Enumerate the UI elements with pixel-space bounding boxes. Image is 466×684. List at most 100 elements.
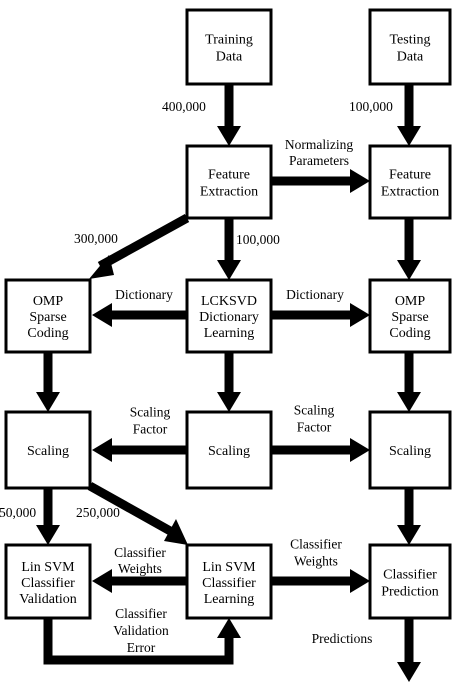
arrow-scaling-factor-left [92, 438, 187, 462]
text-line: Scaling [208, 444, 250, 459]
text-line: Normalizing [285, 137, 353, 152]
text-line: Classifier [21, 576, 75, 591]
label-predictions: Predictions [312, 631, 373, 646]
text-line: 300,000 [74, 231, 118, 246]
text-line: Scaling [27, 444, 69, 459]
text-line: Lin SVM [21, 560, 75, 575]
arrow-scaling-to-validation [36, 488, 60, 545]
svg-text:Scaling: Scaling [389, 444, 431, 459]
text-line: Data [397, 50, 424, 65]
text-line: Sparse [391, 310, 428, 325]
label-to-omp-count: 300,000 [74, 231, 118, 246]
text-line: Parameters [289, 153, 349, 168]
text-line: Classifier [115, 606, 167, 621]
text-line: Sparse [29, 310, 66, 325]
arrow-omp-to-scaling-right [397, 352, 421, 412]
text-line: Classifier [290, 537, 342, 552]
label-to-validation-count: 50,000 [0, 505, 36, 520]
label-to-learning-count: 250,000 [76, 505, 120, 520]
arrow-predictions [397, 618, 421, 682]
arrow-dictionary-right [271, 303, 370, 327]
text-line: Prediction [381, 585, 439, 600]
text-line: Dictionary [286, 287, 344, 302]
arrow-feature-to-omp [89, 214, 190, 279]
text-line: Extraction [381, 185, 439, 200]
text-line: OMP [33, 294, 64, 309]
arrow-omp-to-scaling-left [36, 352, 60, 412]
node-scaling-center: Scaling [185, 410, 273, 490]
text-line: Classifier [383, 568, 437, 583]
svg-text:Scaling: Scaling [208, 444, 250, 459]
text-line: Scaling [130, 405, 171, 420]
label-to-lcksvd-count: 100,000 [236, 232, 280, 247]
text-line: Factor [297, 420, 332, 435]
label-train-count: 400,000 [162, 99, 206, 114]
arrow-feature-to-lcksvd [217, 218, 241, 280]
text-line: Predictions [312, 631, 373, 646]
text-line: Coding [389, 326, 430, 341]
arrow-weights-left [92, 569, 187, 593]
text-line: 100,000 [236, 232, 280, 247]
text-line: Validation [113, 623, 169, 638]
text-line: LCKSVD [201, 294, 257, 309]
text-line: Feature [389, 168, 431, 183]
arrow-dictionary-left [92, 303, 187, 327]
text-line: Validation [19, 592, 77, 607]
text-line: Scaling [389, 444, 431, 459]
text-line: Error [127, 640, 156, 655]
text-line: Weights [118, 561, 162, 576]
text-line: OMP [395, 294, 426, 309]
text-line: Classifier [114, 545, 166, 560]
text-line: 250,000 [76, 505, 120, 520]
label-test-count: 100,000 [349, 99, 393, 114]
arrow-scaling-to-prediction [397, 488, 421, 545]
text-line: 50,000 [0, 505, 36, 520]
text-line: Lin SVM [202, 560, 256, 575]
arrow-scaling-factor-right [271, 438, 370, 462]
arrow-weights-right [271, 569, 370, 593]
svg-text:Scaling: Scaling [27, 444, 69, 459]
arrow-normalizing [271, 169, 370, 193]
text-line: 100,000 [349, 99, 393, 114]
node-scaling-right: Scaling [368, 410, 452, 490]
text-line: Extraction [200, 185, 258, 200]
arrow-test-to-feature [397, 84, 421, 146]
text-line: Learning [204, 592, 255, 607]
text-line: Data [216, 50, 243, 65]
text-line: Training [205, 33, 253, 48]
text-line: Weights [294, 554, 338, 569]
text-line: 400,000 [162, 99, 206, 114]
arrow-lcksvd-to-scaling [217, 352, 241, 412]
arrow-feature-test-to-omp [397, 218, 421, 280]
text-line: Testing [389, 33, 430, 48]
text-line: Scaling [294, 403, 335, 418]
arrow-train-to-feature [217, 84, 241, 146]
text-line: Feature [208, 168, 250, 183]
edges [36, 84, 421, 682]
label-dictionary-left: Dictionary [115, 287, 173, 302]
arrow-validation-error [43, 618, 241, 665]
